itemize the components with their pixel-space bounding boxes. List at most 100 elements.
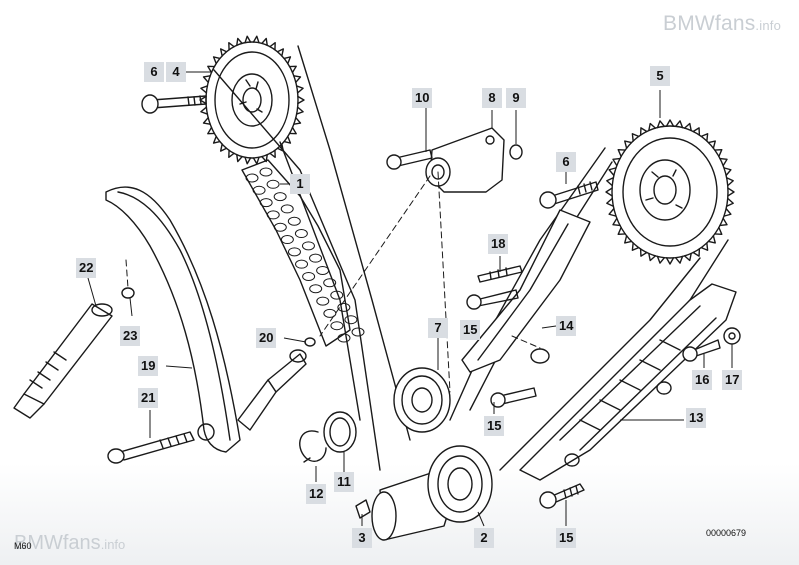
gear-tooth <box>674 120 684 129</box>
gear-tooth <box>683 122 692 132</box>
chain-link <box>316 296 330 306</box>
chain-link <box>309 284 323 294</box>
chain-link <box>295 259 309 269</box>
chain-link <box>344 315 358 325</box>
gear-tooth <box>261 154 268 163</box>
gear-tooth <box>612 157 621 167</box>
intermediate-sprocket <box>393 367 451 433</box>
gear-tooth <box>692 127 701 136</box>
callout-16[interactable]: 16 <box>692 370 713 390</box>
guide-rail-upper <box>237 349 307 431</box>
callout-9[interactable]: 9 <box>506 88 526 108</box>
callout-1[interactable]: 1 <box>290 174 310 194</box>
callout-11[interactable]: 11 <box>334 472 354 492</box>
gear-tooth <box>639 127 648 136</box>
chain-link <box>273 192 287 202</box>
model-label: M60 <box>14 541 32 551</box>
gear-tooth <box>725 197 734 207</box>
tensioner-rail <box>105 186 241 453</box>
gear-tooth <box>648 122 657 132</box>
crankshaft-sprocket <box>371 445 493 541</box>
gear-tooth <box>674 255 684 264</box>
callout-6-left[interactable]: 6 <box>144 62 164 82</box>
gear-tooth <box>252 35 260 44</box>
callout-4[interactable]: 4 <box>166 62 186 82</box>
callout-14[interactable]: 14 <box>556 316 577 336</box>
washer-17 <box>723 327 741 345</box>
gear-tooth <box>295 85 304 94</box>
chain-link <box>330 321 344 331</box>
gear-tooth <box>606 197 615 207</box>
chain-link <box>266 210 280 220</box>
gear-tooth <box>200 106 209 115</box>
chain-link <box>280 204 294 214</box>
callout-12[interactable]: 12 <box>306 484 327 504</box>
gear-tooth <box>639 248 648 257</box>
gear-tooth <box>219 48 228 57</box>
chain-link <box>337 333 351 343</box>
callout-23[interactable]: 23 <box>120 326 141 346</box>
gear-tooth <box>723 167 732 177</box>
gear-tooth <box>714 148 723 158</box>
callout-15-c[interactable]: 15 <box>556 528 577 548</box>
gear-tooth <box>288 126 297 135</box>
bolt-21 <box>107 431 195 464</box>
gear-tooth <box>219 143 228 152</box>
callout-15-a[interactable]: 15 <box>460 320 481 340</box>
gear-tooth <box>727 187 735 197</box>
bolt-6-right <box>539 181 599 209</box>
circlip-12 <box>299 430 327 463</box>
callout-18[interactable]: 18 <box>488 234 509 254</box>
gear-tooth <box>228 149 235 158</box>
callout-6-right[interactable]: 6 <box>556 152 576 172</box>
callout-21[interactable]: 21 <box>138 388 159 408</box>
gear-tooth <box>236 37 243 46</box>
callout-13[interactable]: 13 <box>686 408 707 428</box>
gear-tooth <box>707 235 716 244</box>
gear-tooth <box>283 56 292 65</box>
gear-tooth <box>719 157 728 167</box>
chain-link <box>351 327 365 337</box>
chain-link <box>330 290 344 300</box>
callout-19[interactable]: 19 <box>138 356 159 376</box>
chain-link <box>301 241 315 251</box>
gear-tooth <box>719 217 728 227</box>
callout-7[interactable]: 7 <box>428 318 448 338</box>
gear-tooth <box>261 37 268 46</box>
callout-15-b[interactable]: 15 <box>484 416 505 436</box>
gear-tooth <box>665 119 675 127</box>
gear-tooth <box>692 248 701 257</box>
gear-tooth <box>288 65 297 74</box>
bolt-15-b <box>490 387 537 408</box>
gear-tooth <box>700 242 709 251</box>
callout-2[interactable]: 2 <box>474 528 494 548</box>
gear-tooth <box>212 56 221 65</box>
callout-22[interactable]: 22 <box>76 258 97 278</box>
callout-8[interactable]: 8 <box>482 88 502 108</box>
right-camshaft-sprocket <box>605 119 735 265</box>
gear-tooth <box>624 235 633 244</box>
watermark-bottom: BMWfans.info <box>14 532 126 554</box>
gear-tooth <box>283 135 292 144</box>
gear-tooth <box>297 95 305 105</box>
callout-5[interactable]: 5 <box>650 66 670 86</box>
guide-rail-14 <box>461 209 591 373</box>
callout-20[interactable]: 20 <box>256 328 277 348</box>
bolt-6-left <box>141 94 207 114</box>
callout-17[interactable]: 17 <box>722 370 743 390</box>
chain-link <box>245 173 259 183</box>
chain-link <box>316 265 330 275</box>
callout-3[interactable]: 3 <box>352 528 372 548</box>
gear-tooth <box>207 126 216 135</box>
bolt-15-a <box>466 289 519 310</box>
gear-tooth <box>207 65 216 74</box>
callout-10[interactable]: 10 <box>412 88 433 108</box>
gear-tooth <box>608 207 617 217</box>
gear-tooth <box>612 217 621 227</box>
leader-lines <box>87 71 733 527</box>
chain-link <box>287 216 301 226</box>
chain-link <box>337 302 351 312</box>
gear-tooth <box>631 242 640 251</box>
